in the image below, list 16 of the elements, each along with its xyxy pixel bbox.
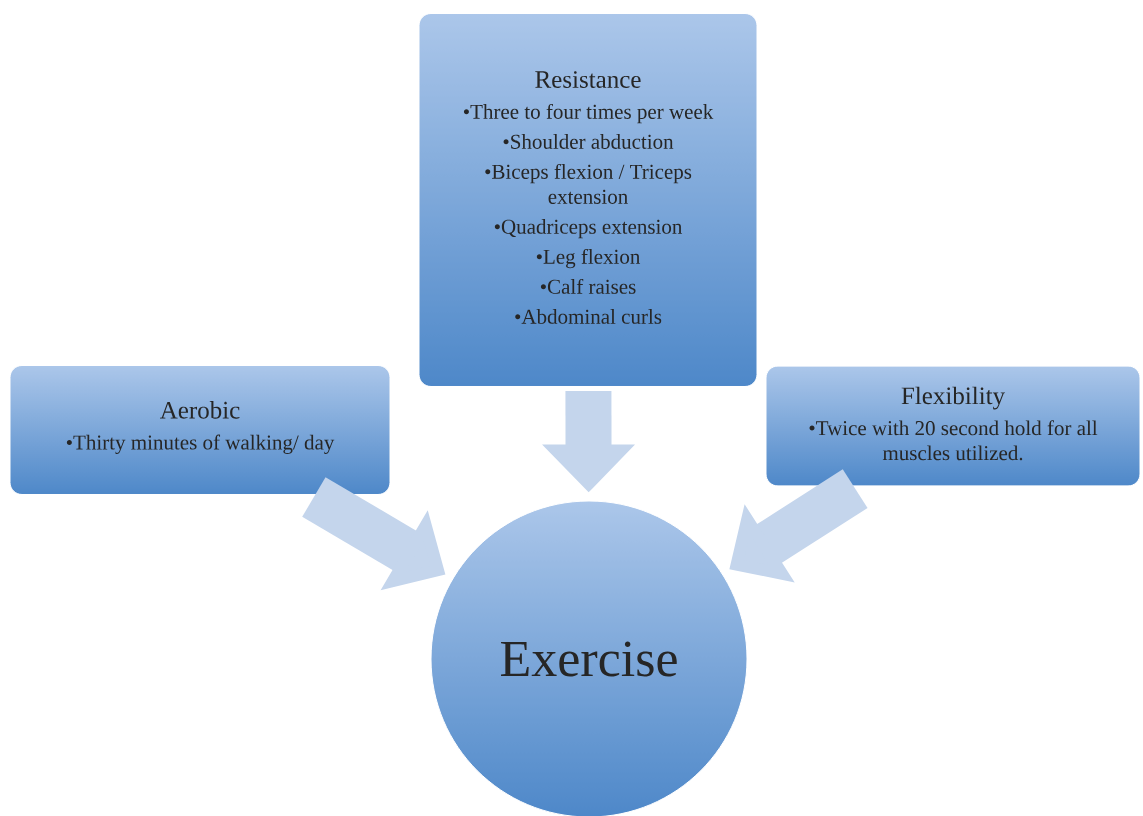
bullet-item: •Biceps flexion / Triceps extension [485,163,692,204]
circle-label: Exercise [501,641,677,677]
bullet-item: •Leg flexion [536,248,641,269]
bullet-item: •Shoulder abduction [503,134,674,149]
category-box [765,365,1141,487]
box-heading: Resistance [535,71,641,88]
bullet-item: •Calf raises [540,278,636,294]
category-box [418,13,758,387]
bullet-item: •Quadriceps extension [494,219,683,239]
bullet-item: •Thirty minutes of walking/ day [66,434,335,454]
bullet-item: •Twice with 20 second hold for all muscles utilized. [809,420,1098,461]
bullet-item: •Three to four times per week [463,103,714,124]
box-heading: Aerobic [160,401,240,419]
bullet-item: •Abdominal curls [515,309,662,324]
category-box [9,365,391,495]
box-heading: Flexibility [901,386,1005,410]
